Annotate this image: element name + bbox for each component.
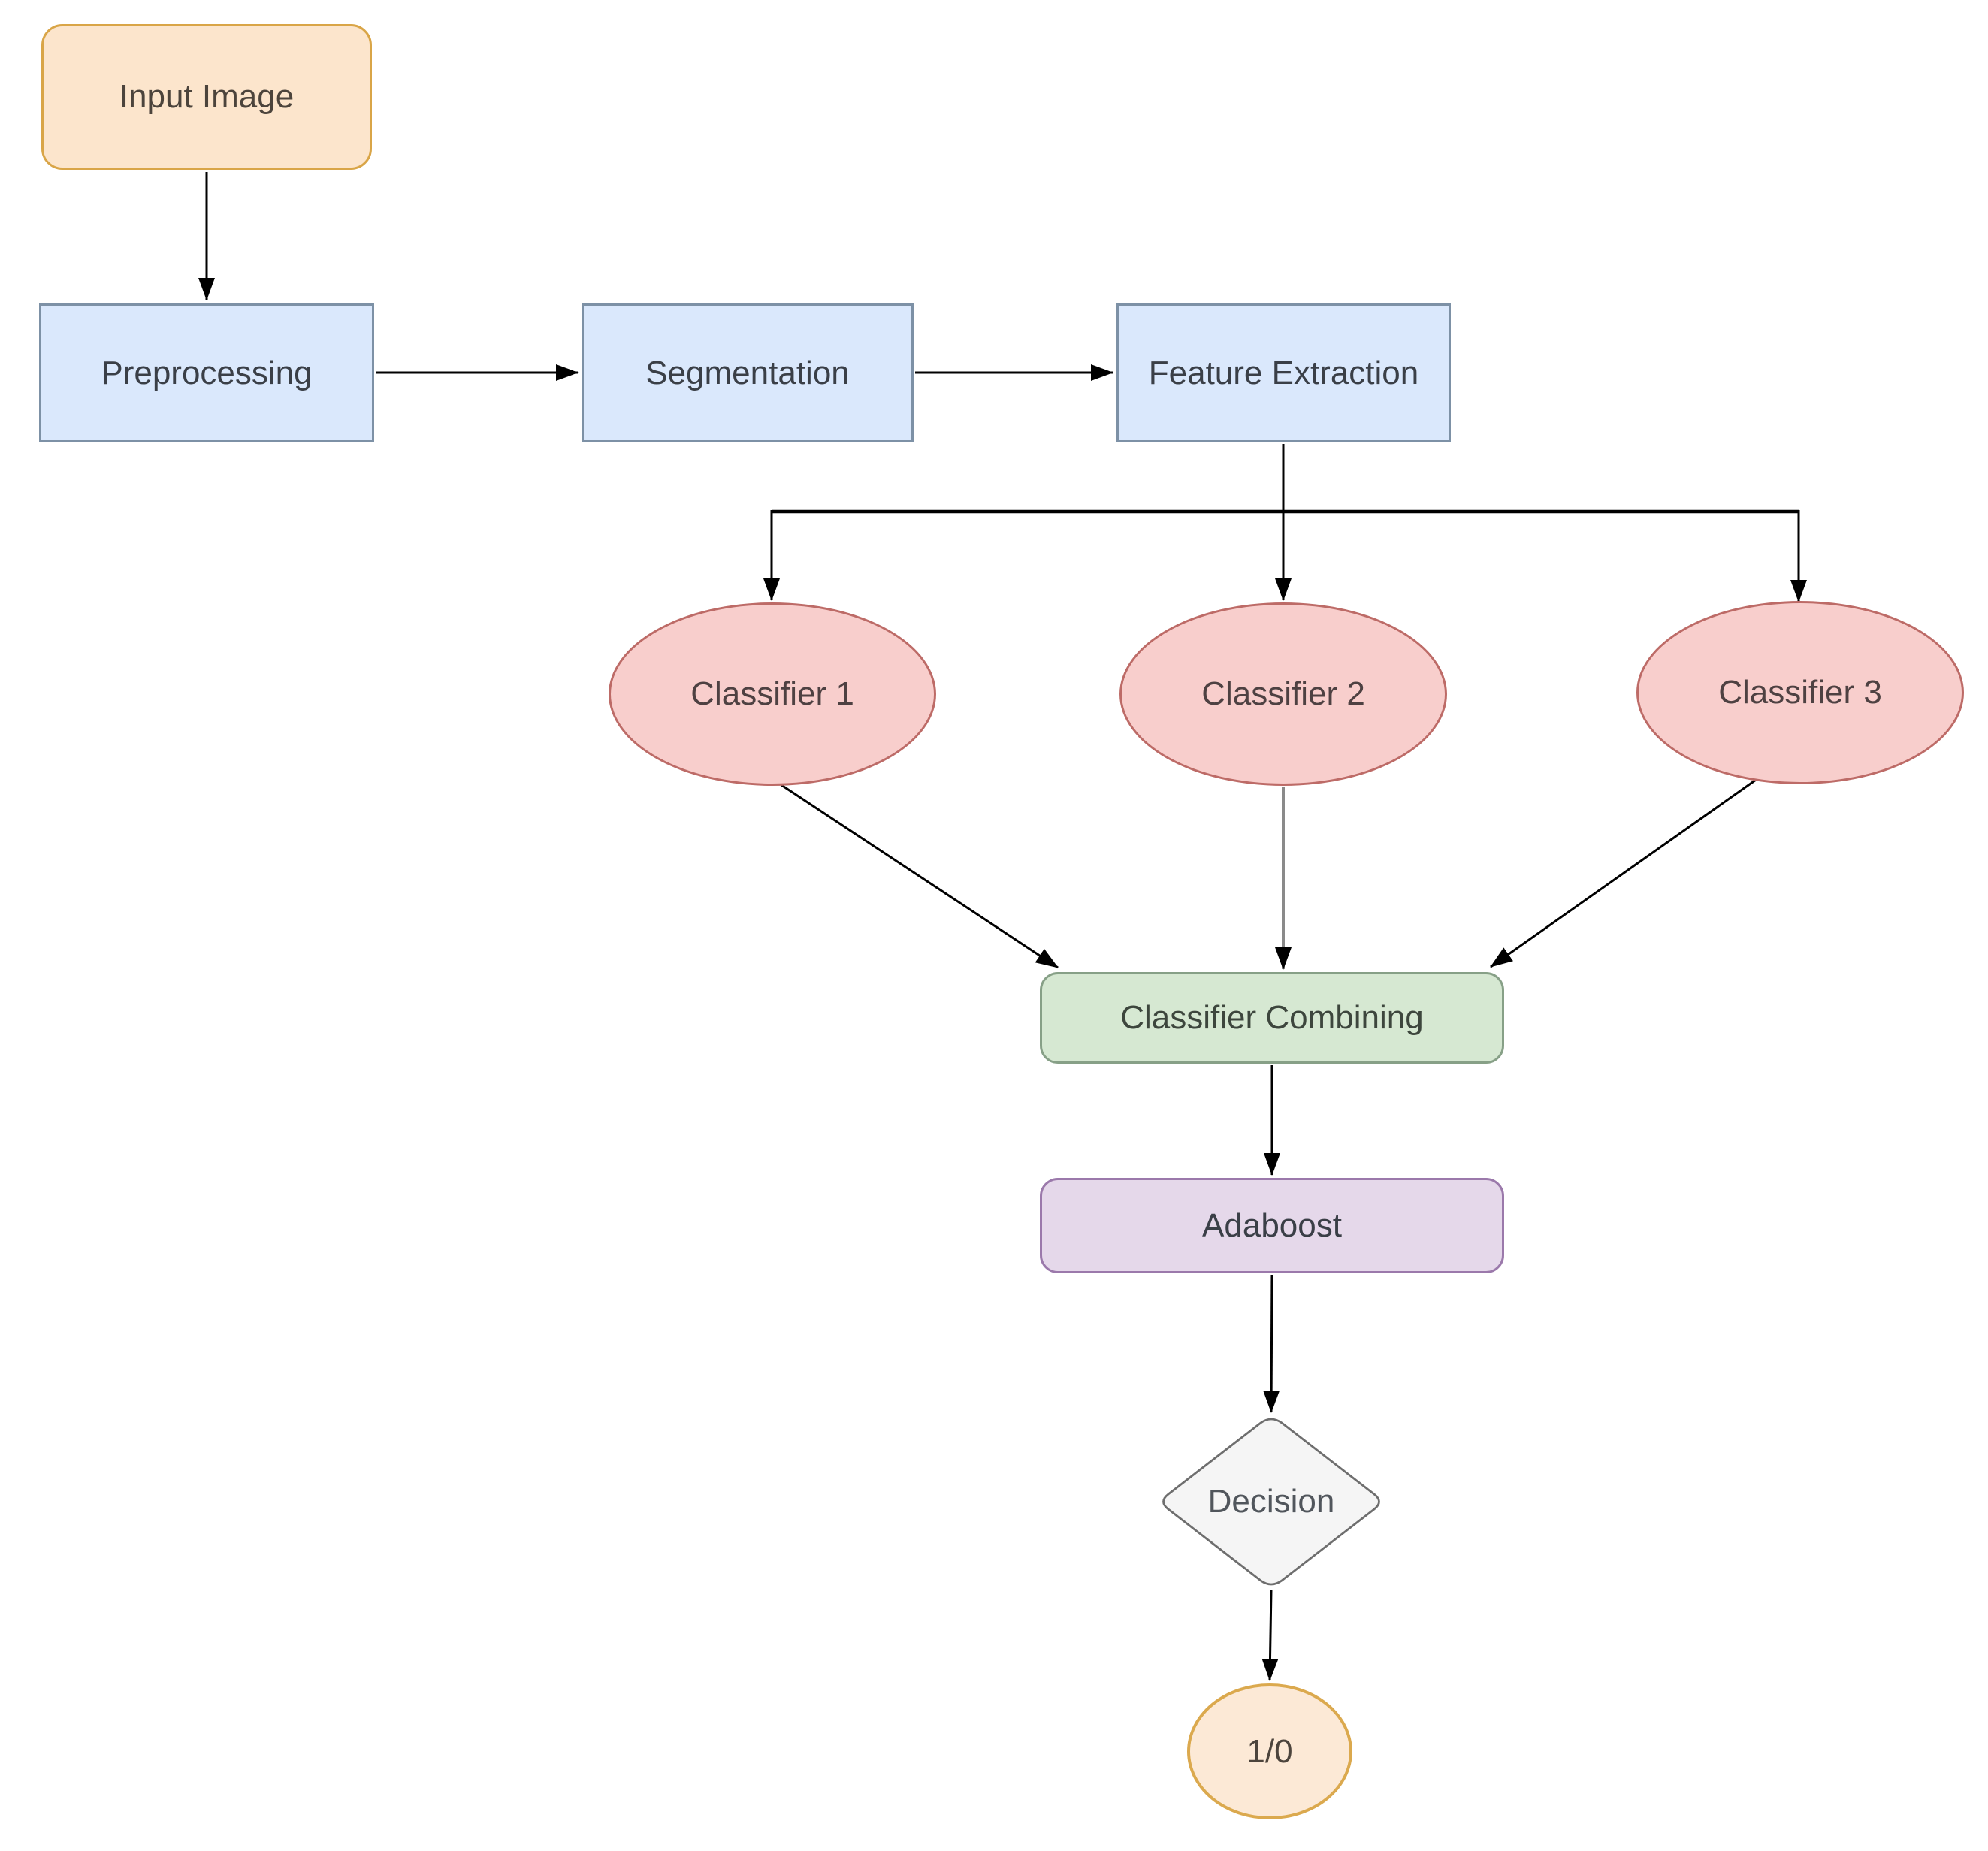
node-output: 1/0: [1187, 1683, 1352, 1819]
decision-label: Decision: [1207, 1483, 1335, 1520]
diamond-outline: [1162, 1418, 1380, 1586]
node-input-image: Input Image: [41, 24, 372, 170]
edge-classifier-1-to-combining: [781, 784, 1059, 969]
node-decision: Decision: [1159, 1415, 1384, 1588]
node-preprocessing: Preprocessing: [39, 303, 374, 442]
node-classifier-3: Classifier 3: [1636, 601, 1964, 784]
node-classifier-1: Classifier 1: [609, 602, 936, 786]
node-classifier-combining: Classifier Combining: [1040, 972, 1504, 1064]
edge-adaboost-to-decision: [1263, 1274, 1280, 1413]
edge-decision-to-output: [1261, 1589, 1279, 1681]
node-classifier-2: Classifier 2: [1119, 602, 1447, 786]
edge-classifier-3-to-combining: [1490, 777, 1759, 968]
node-adaboost: Adaboost: [1040, 1178, 1504, 1273]
node-feature-extraction: Feature Extraction: [1116, 303, 1451, 442]
node-segmentation: Segmentation: [582, 303, 914, 442]
